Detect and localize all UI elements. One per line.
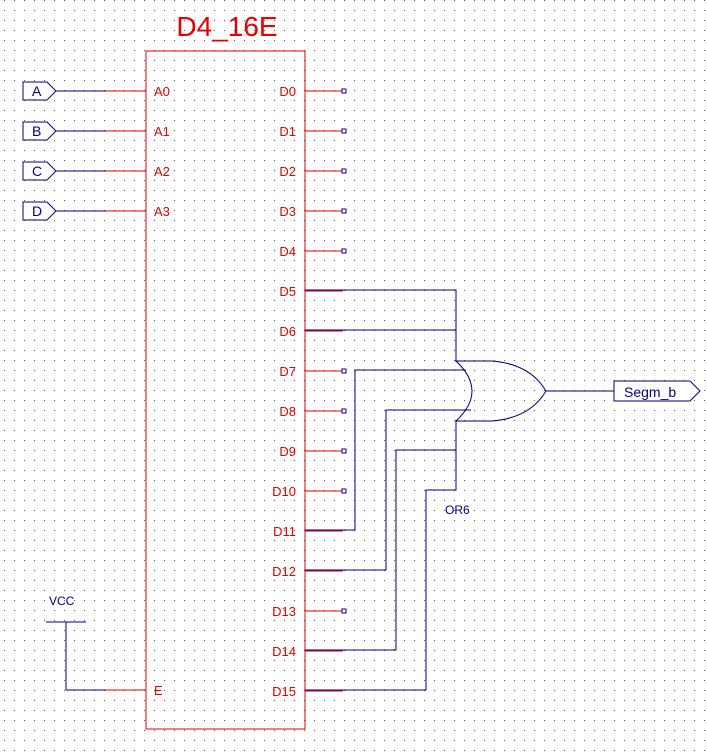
- output-pin-d15[interactable]: D15: [272, 684, 343, 699]
- input-port-shape: [22, 161, 57, 181]
- block-title: D4_16E: [176, 11, 277, 42]
- output-pin-label: D8: [279, 404, 296, 419]
- output-port-segm-b[interactable]: Segm_b: [546, 380, 701, 402]
- output-pin-label: D10: [272, 484, 296, 499]
- output-pin-label: D7: [279, 364, 296, 379]
- input-port-label: B: [32, 123, 41, 139]
- or-gate[interactable]: OR6: [445, 360, 547, 517]
- output-pin-label: D4: [279, 244, 296, 259]
- input-port-a[interactable]: A A0: [22, 81, 170, 101]
- output-pin-d13[interactable]: D13: [272, 604, 347, 619]
- no-connect-marker: [341, 448, 347, 454]
- output-pin-d8[interactable]: D8: [279, 404, 347, 419]
- output-pin-d14[interactable]: D14: [272, 644, 343, 659]
- output-pin-d0[interactable]: D0: [279, 84, 347, 99]
- output-pin-label: D3: [279, 204, 296, 219]
- no-connect-marker: [341, 128, 347, 134]
- no-connect-marker: [341, 488, 347, 494]
- no-connect-marker: [341, 408, 347, 414]
- input-port-label: A: [32, 83, 42, 99]
- output-pin-d9[interactable]: D9: [279, 444, 347, 459]
- vcc-symbol[interactable]: VCC: [46, 594, 86, 623]
- output-pin-label: D5: [279, 284, 296, 299]
- input-pin-label: A1: [154, 124, 170, 139]
- no-connect-marker: [341, 168, 347, 174]
- output-pin-label: D0: [279, 84, 296, 99]
- output-pin-d2[interactable]: D2: [279, 164, 347, 179]
- enable-pin[interactable]: E: [65, 622, 163, 698]
- output-pin-label: D15: [272, 684, 296, 699]
- or-gate-label: OR6: [445, 503, 470, 517]
- output-pin-label: D13: [272, 604, 296, 619]
- no-connect-marker: [341, 208, 347, 214]
- input-port-label: C: [32, 163, 42, 179]
- input-port-label: D: [32, 203, 42, 219]
- output-pin-label: D6: [279, 324, 296, 339]
- no-connect-marker: [341, 608, 347, 614]
- output-pin-d11[interactable]: D11: [273, 524, 343, 539]
- output-pin-label: D9: [279, 444, 296, 459]
- input-pin-label: A3: [154, 204, 170, 219]
- output-pin-d3[interactable]: D3: [279, 204, 347, 219]
- no-connect-marker: [341, 248, 347, 254]
- input-port-shape: [22, 121, 57, 141]
- output-pin-d12[interactable]: D12: [272, 564, 343, 579]
- input-pin-label: A2: [154, 164, 170, 179]
- output-pin-label: D2: [279, 164, 296, 179]
- output-pin-d1[interactable]: D1: [279, 124, 347, 139]
- output-pin-label: D11: [273, 524, 296, 539]
- no-connect-marker: [341, 368, 347, 374]
- decoder-block[interactable]: [145, 50, 306, 730]
- input-port-d[interactable]: D A3: [22, 201, 170, 221]
- or-gate-wiring: [305, 289, 471, 691]
- input-port-b[interactable]: B A1: [22, 121, 170, 141]
- no-connect-marker: [341, 88, 347, 94]
- output-pin-label: D1: [279, 124, 296, 139]
- output-pin-d6[interactable]: D6: [279, 324, 343, 339]
- output-pin-d10[interactable]: D10: [272, 484, 347, 499]
- input-port-shape: [22, 201, 57, 221]
- input-port-shape: [22, 81, 57, 101]
- input-ports-layer: A A0B A1C A2D A3: [22, 81, 170, 221]
- output-pin-d4[interactable]: D4: [279, 244, 347, 259]
- input-port-c[interactable]: C A2: [22, 161, 170, 181]
- output-port-label: Segm_b: [624, 384, 676, 400]
- output-pin-label: D12: [272, 564, 296, 579]
- enable-pin-label: E: [154, 683, 163, 698]
- vcc-label: VCC: [49, 594, 75, 608]
- output-pin-label: D14: [272, 644, 296, 659]
- input-pin-label: A0: [154, 84, 170, 99]
- output-pin-d7[interactable]: D7: [279, 364, 347, 379]
- output-pin-d5[interactable]: D5: [279, 284, 343, 299]
